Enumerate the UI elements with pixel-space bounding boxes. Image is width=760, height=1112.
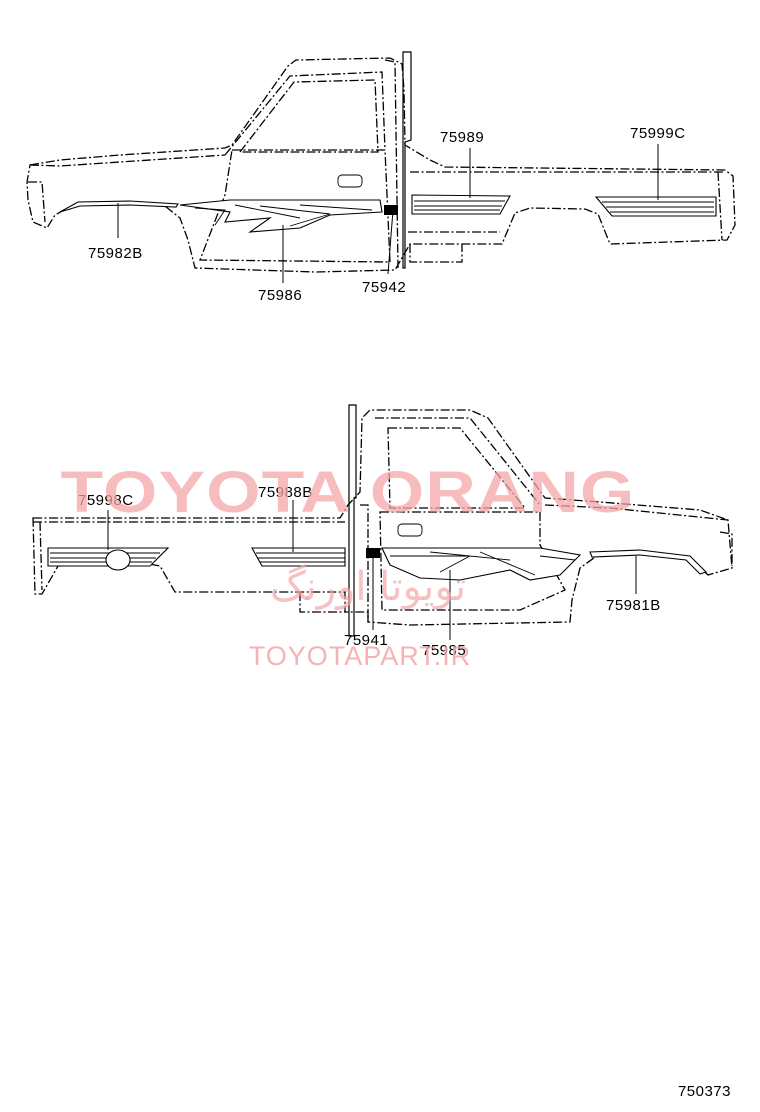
lower-bed-front-stripe-lines (256, 552, 345, 563)
upper-bed-front-stripe (411, 194, 511, 215)
label-75941: 75941 (344, 632, 388, 649)
upper-bed-rear-stripe (594, 196, 717, 217)
lower-cab-rear (360, 504, 369, 622)
upper-door-outline (199, 149, 391, 263)
upper-body-outline (26, 57, 736, 273)
lower-hood-line (544, 504, 729, 521)
lower-bed-front-stripe (251, 547, 346, 567)
label-75989: 75989 (440, 129, 484, 146)
label-75981B: 75981B (606, 597, 661, 614)
upper-front-bumper (28, 181, 46, 223)
upper-tailgate (717, 171, 723, 241)
upper-cab-rear-stripe (384, 205, 398, 215)
label-75988B: 75988B (258, 484, 313, 501)
lower-fuel-lid (105, 549, 131, 571)
label-75986: 75986 (258, 287, 302, 304)
upper-door-stripe-graphic (179, 199, 383, 233)
upper-leader-75942 (387, 209, 394, 275)
upper-truck-view: 75982B 75986 75942 75989 75999C (26, 51, 736, 304)
lower-front-bumper (719, 531, 733, 566)
lower-truck-view: 75998C 75988B 75941 75985 75981B (32, 404, 733, 659)
upper-cab-pillar (402, 51, 412, 269)
upper-cab-rear (384, 59, 399, 269)
upper-bed-floor (408, 231, 500, 263)
watermark: TOYOTA ORANG تویوتا اورنگ TOYOTAPART.IR (61, 460, 636, 671)
lower-bed-floor (299, 592, 345, 613)
upper-door-window (238, 79, 379, 153)
label-75999C: 75999C (630, 125, 686, 142)
lower-door-outline (379, 511, 566, 611)
lower-door-window (387, 427, 527, 509)
lower-front-fender-stripe (589, 549, 708, 575)
upper-bed-rear-stripe-lines (602, 201, 714, 213)
upper-bed-front-stripe-lines (414, 200, 505, 211)
lower-door-stripe-inner (390, 551, 576, 576)
lower-cab-pillar (348, 404, 357, 637)
watermark-url: TOYOTAPART.IR (249, 641, 472, 671)
figure-number: 750373 (678, 1083, 731, 1100)
watermark-persian: تویوتا اورنگ (270, 564, 466, 610)
lower-door-handle (397, 523, 423, 537)
upper-hood-line (29, 154, 226, 167)
label-75982B: 75982B (88, 245, 143, 262)
label-75942: 75942 (362, 279, 406, 296)
watermark-brand: TOYOTA ORANG (61, 460, 636, 525)
lower-tailgate (39, 521, 43, 591)
lower-bed-rear-stripe-lines (50, 552, 160, 563)
label-75985: 75985 (422, 642, 466, 659)
upper-door-handle (337, 174, 363, 188)
upper-door-stripe-inner (194, 204, 373, 227)
upper-windshield (224, 71, 386, 156)
label-75998C: 75998C (78, 492, 134, 509)
upper-front-fender-stripe (59, 200, 179, 213)
